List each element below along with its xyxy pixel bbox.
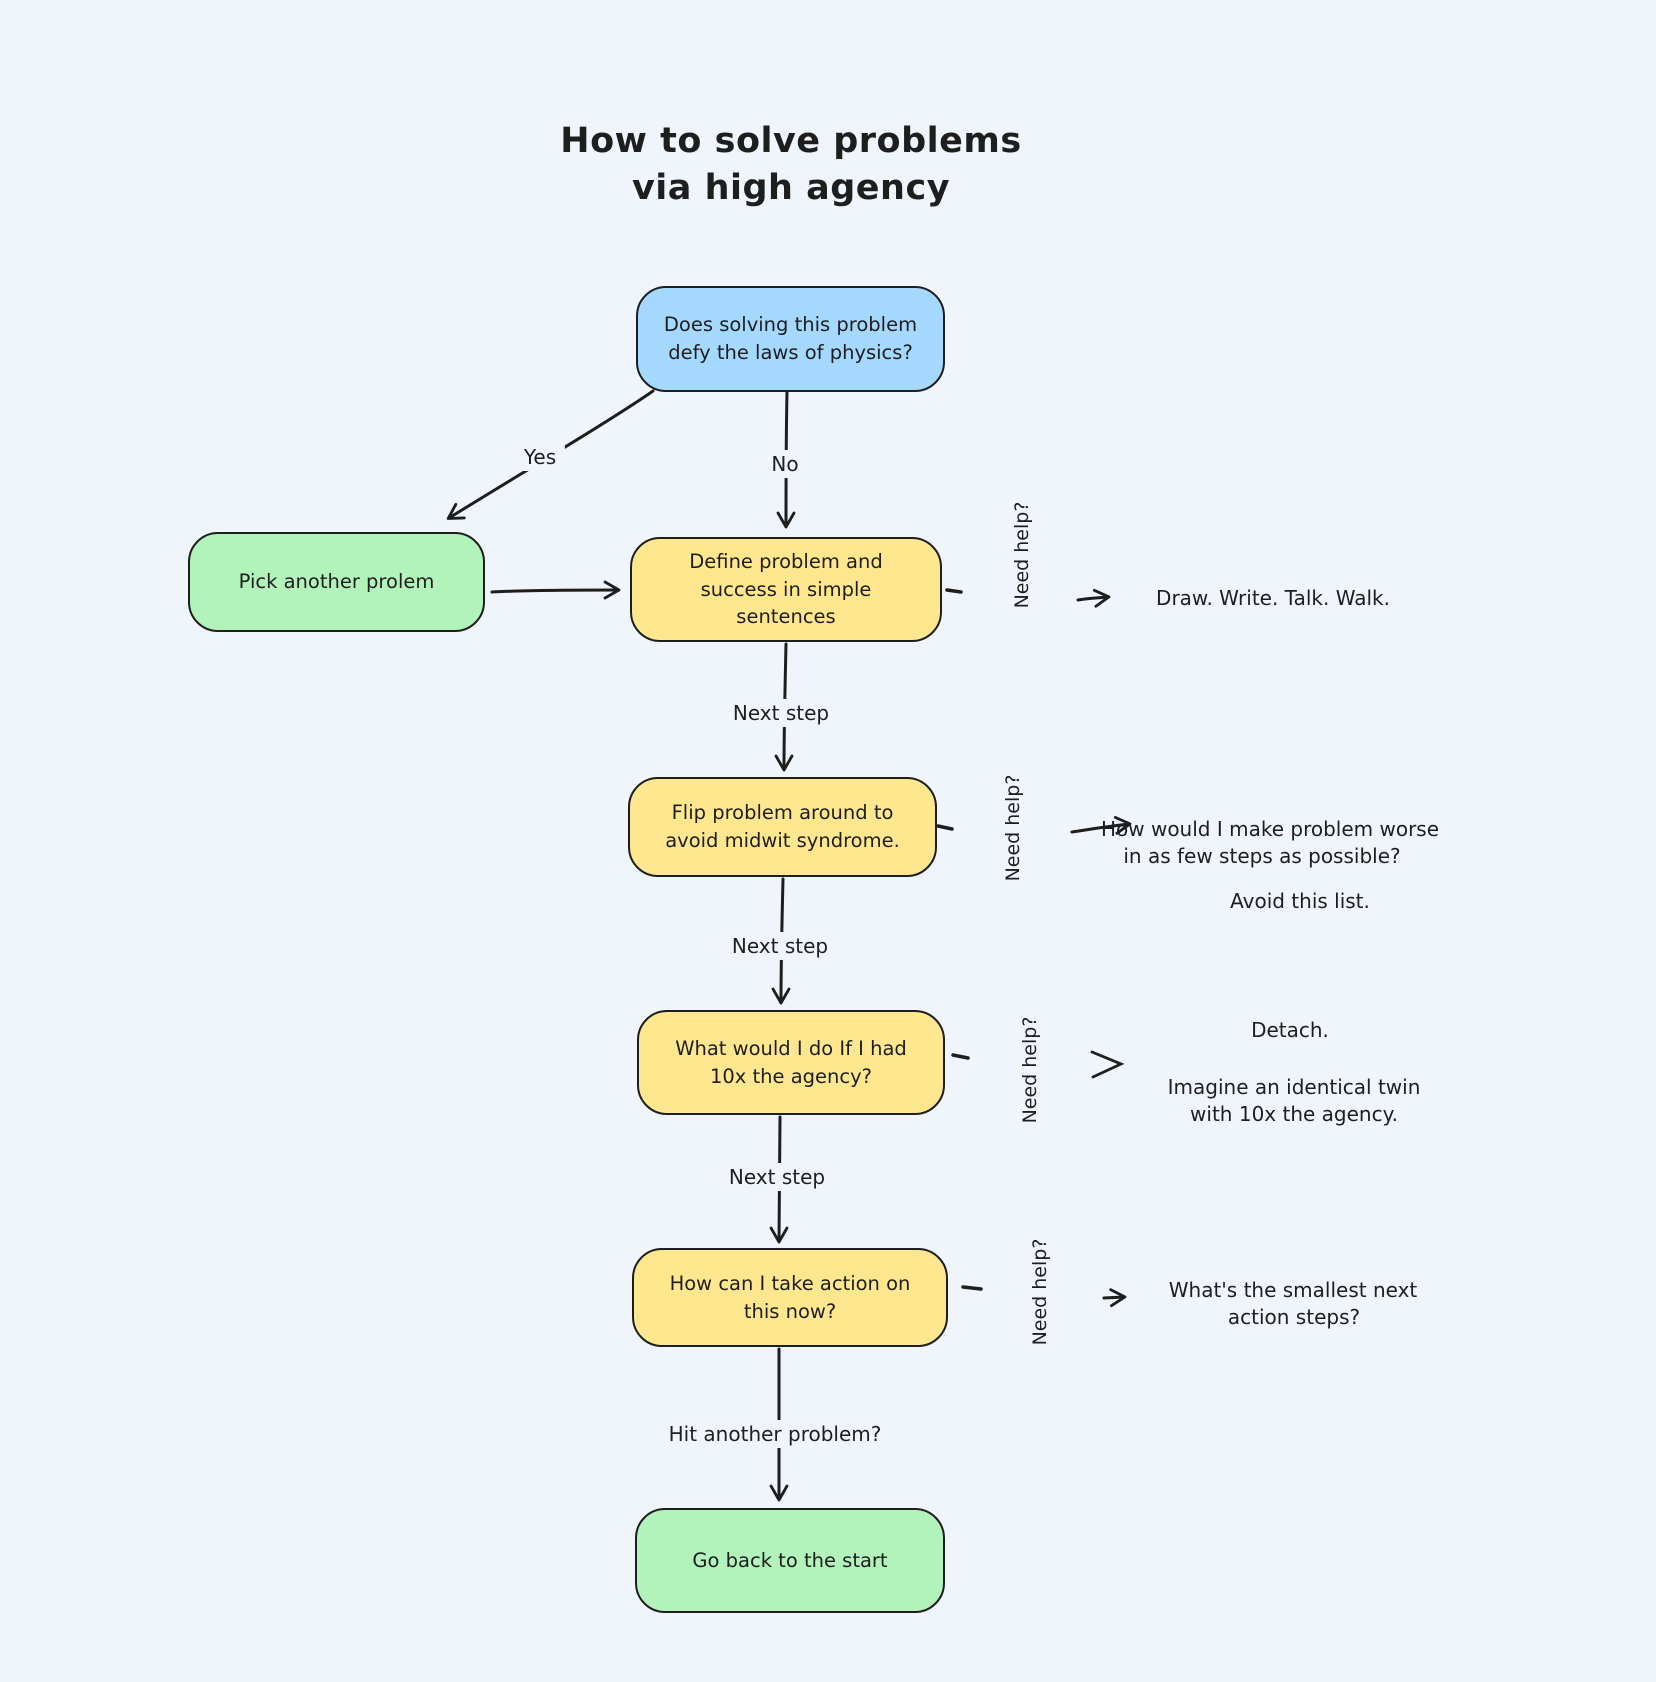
node-go-back-start: Go back to the start [635,1508,945,1613]
help-arrow-3 [1090,1050,1125,1079]
connector-dash-2 [936,824,954,831]
help-text-smallest-next-line2: action steps? [1227,1305,1361,1329]
need-help-label-4: Need help? [1029,1238,1051,1346]
need-help-label-1: Need help? [1011,501,1033,609]
edge-label-yes: Yes [514,443,566,471]
help-arrow-2 [1070,816,1132,835]
connector-dash-3 [951,1053,970,1060]
help-arrow-1 [1076,588,1111,608]
help-text-make-problem-worse-line1: How would I make problem worse [1100,817,1440,841]
node-10x-agency: What would I do If I had 10x the agency? [637,1010,945,1115]
flowchart-title: How to solve problems via high agency [491,118,1091,212]
connector-dash-1 [945,588,963,594]
help-text-detach: Detach. [1251,1018,1329,1042]
need-help-label-2: Need help? [1002,774,1024,882]
help-text-smallest-next-line1: What's the smallest next [1168,1278,1418,1302]
node-flip-problem: Flip problem around to avoid midwit synd… [628,777,937,877]
help-text-identical-twin-line1: Imagine an identical twin [1167,1075,1421,1099]
edge-label-next-step-1: Next step [723,699,839,727]
need-help-label-3: Need help? [1019,1016,1041,1124]
help-text-make-problem-worse-line2: in as few steps as possible? [1123,844,1401,868]
node-take-action: How can I take action on this now? [632,1248,948,1347]
connector-dash-4 [961,1285,983,1291]
edge-label-next-step-3: Next step [719,1163,835,1191]
node-define-problem: Define problem and success in simple sen… [630,537,942,642]
edge-pick-to-define-arrow [490,580,621,600]
help-arrow-4 [1102,1288,1127,1308]
node-pick-another-problem: Pick another prolem [188,532,485,632]
node-physics-check: Does solving this problem defy the laws … [636,286,945,392]
help-text-draw-write-talk-walk: Draw. Write. Talk. Walk. [1156,586,1390,610]
help-text-identical-twin-line2: with 10x the agency. [1190,1102,1398,1126]
flowchart-title-line1: How to solve problems [560,121,1022,161]
edge-label-next-step-2: Next step [722,932,838,960]
edge-label-no: No [762,450,808,478]
flowchart-title-line2: via high agency [631,168,951,208]
help-text-avoid-this-list: Avoid this list. [1230,889,1370,913]
edge-label-hit-another-problem: Hit another problem? [659,1420,891,1448]
